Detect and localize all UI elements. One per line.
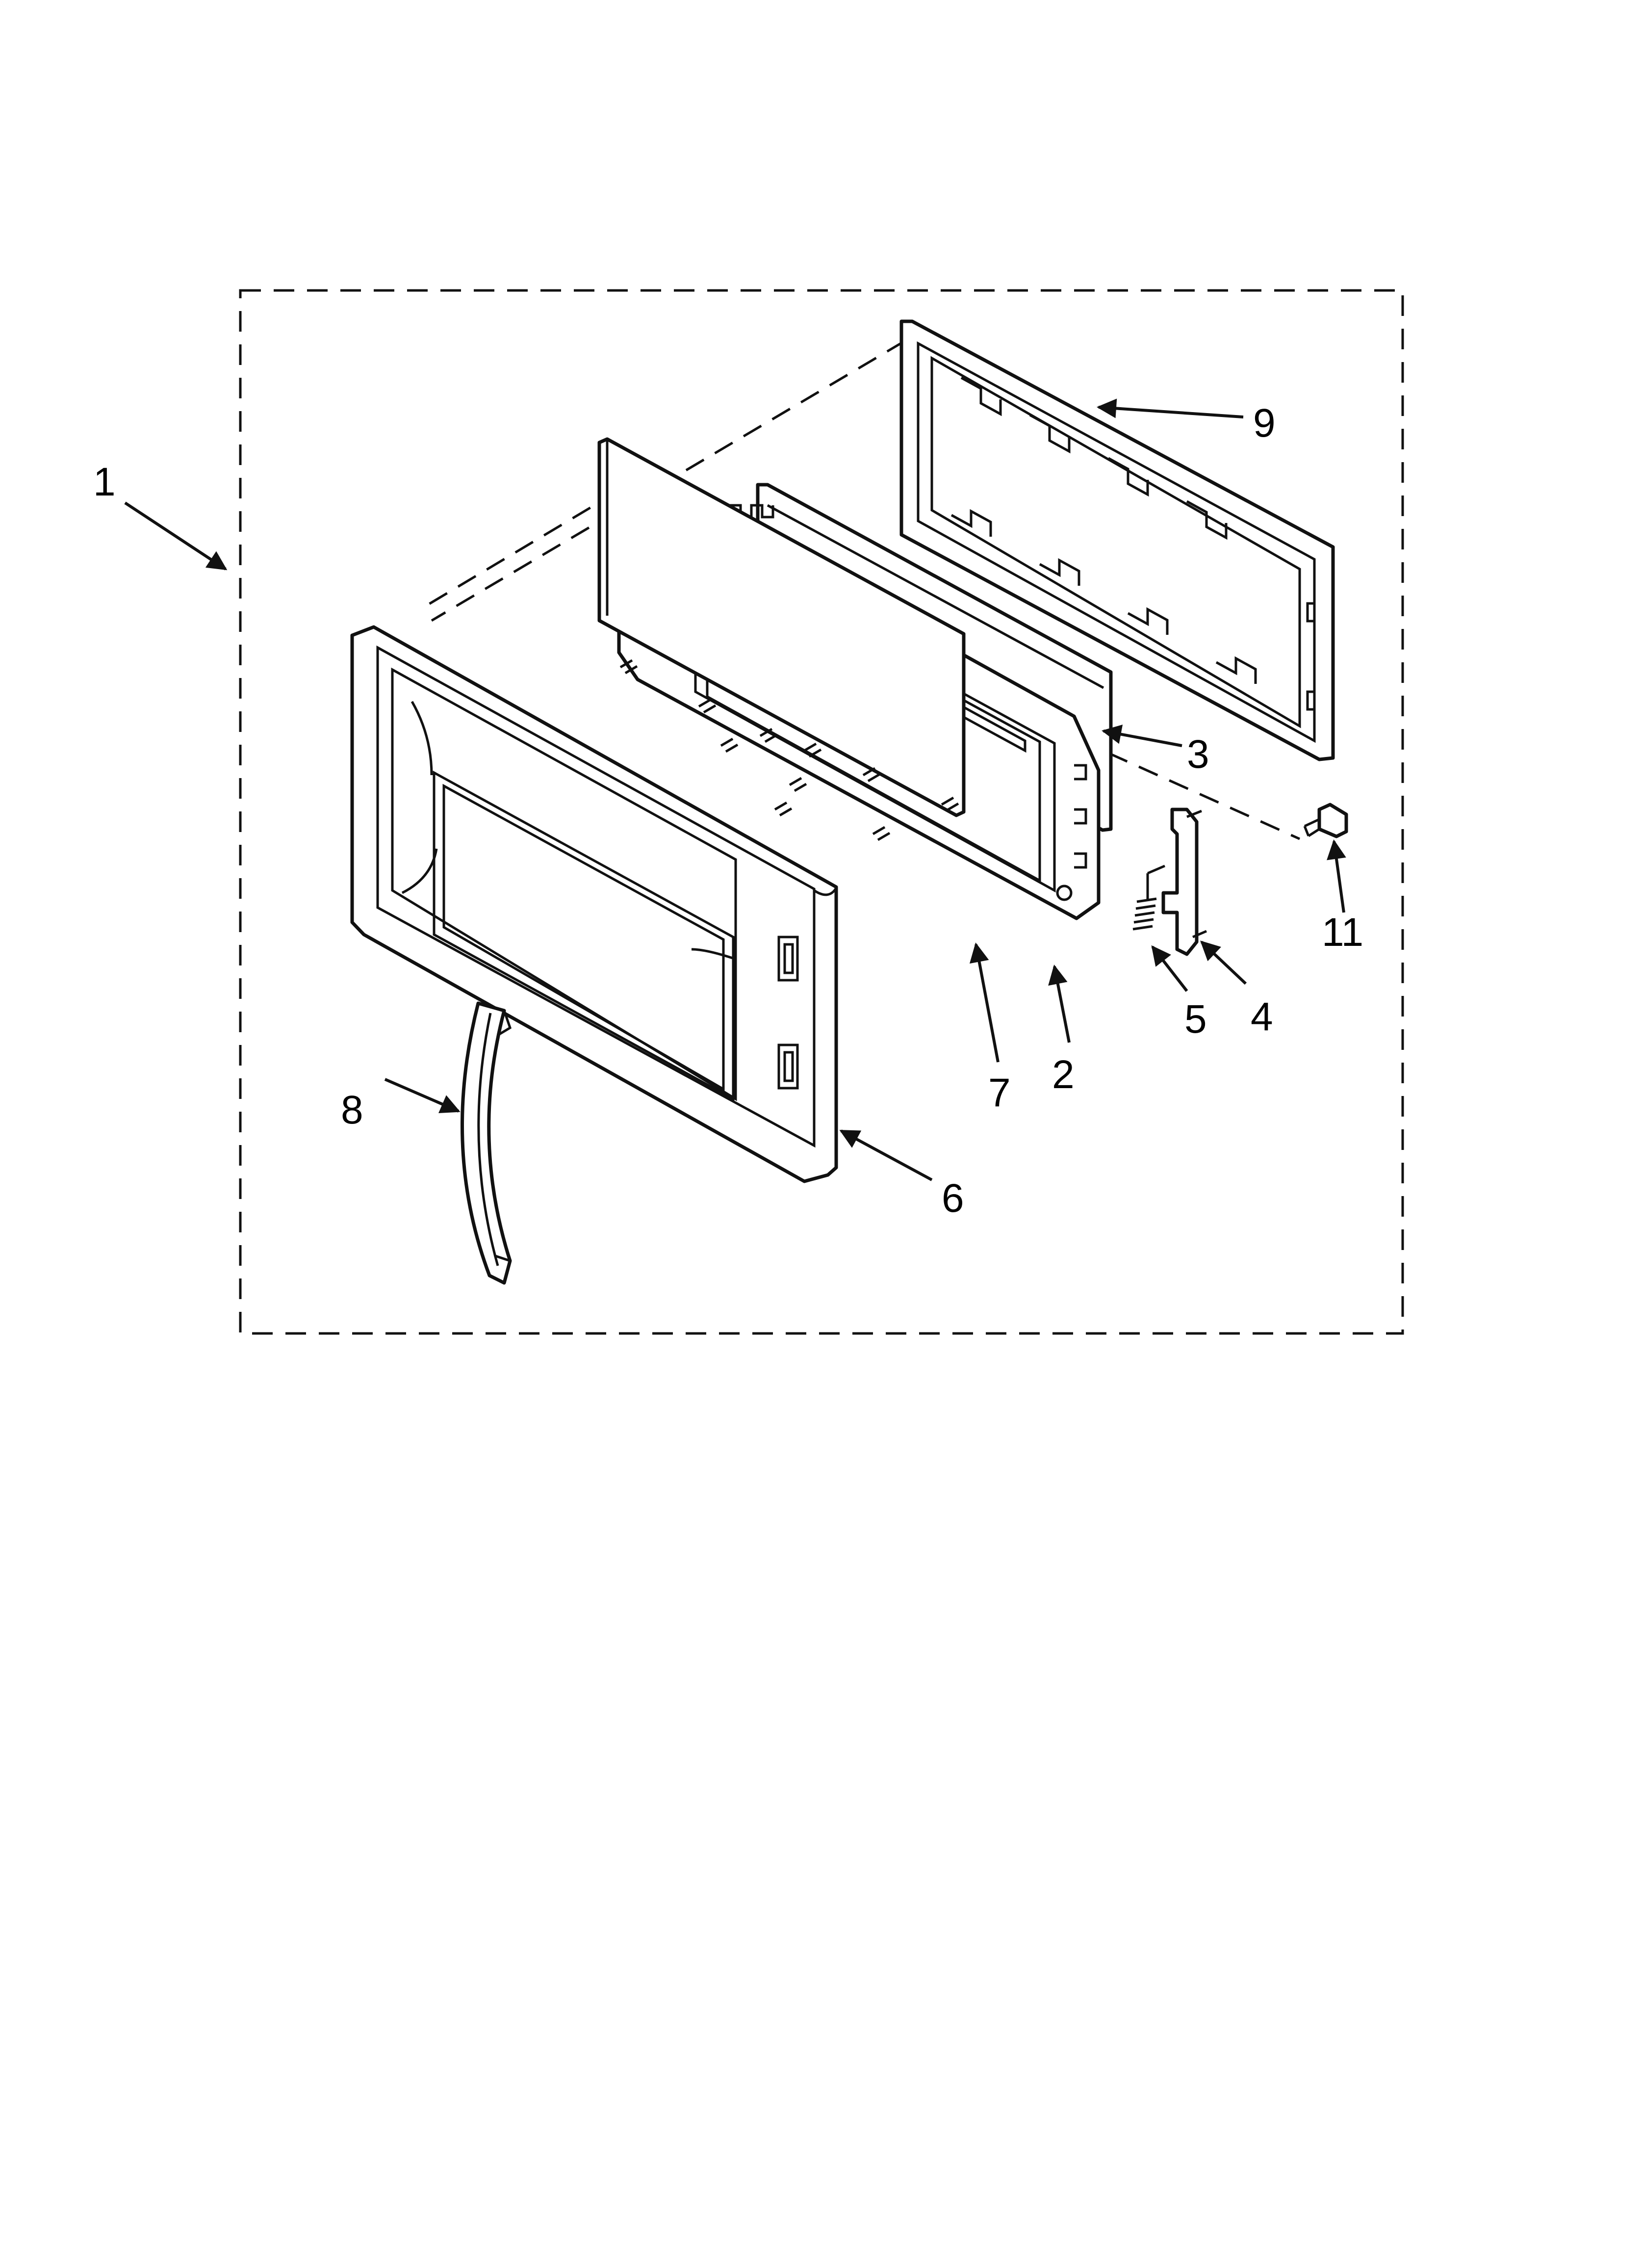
callout-2: 2 — [1052, 1052, 1075, 1097]
door-glass — [597, 437, 966, 841]
leader-1 — [124, 501, 228, 571]
leader-7 — [969, 942, 1000, 1063]
latch-spring — [1132, 864, 1165, 931]
leader-8 — [384, 1078, 461, 1114]
callout-3: 3 — [1187, 732, 1209, 777]
leader-3 — [1102, 724, 1182, 747]
leader-2 — [1048, 965, 1071, 1043]
door-latch — [1161, 808, 1207, 956]
leader-11 — [1327, 839, 1346, 913]
door-seal-frame — [899, 319, 1335, 761]
callout-8: 8 — [341, 1088, 363, 1132]
leader-6 — [839, 1129, 933, 1181]
callout-4: 4 — [1251, 994, 1273, 1039]
callout-5: 5 — [1184, 997, 1207, 1042]
door-handle — [461, 1001, 512, 1285]
callout-7: 7 — [988, 1070, 1011, 1115]
outer-door-panel — [350, 625, 838, 1183]
alignment-line-middle — [421, 489, 620, 610]
leader-4 — [1200, 940, 1247, 985]
assembly-boundary — [239, 289, 1404, 1335]
callout-11: 11 — [1322, 910, 1363, 955]
alignment-line-screw — [1107, 752, 1301, 840]
leader-9 — [1097, 398, 1244, 418]
callout-6: 6 — [942, 1176, 964, 1221]
leader-5 — [1151, 945, 1188, 992]
screw — [1303, 803, 1348, 838]
callout-1: 1 — [93, 460, 116, 504]
callout-9: 9 — [1253, 401, 1276, 445]
